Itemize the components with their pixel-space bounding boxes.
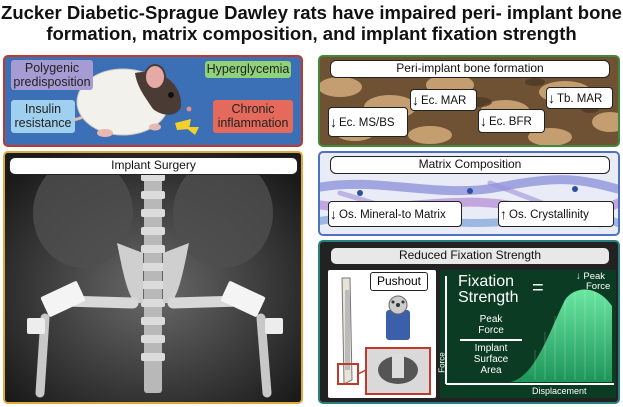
matrix-composition-header: Matrix Composition <box>330 156 610 174</box>
bone-formation-header-text: Peri-implant bone formation <box>396 61 544 75</box>
crystallinity-text: Os. Crystallinity <box>509 209 589 221</box>
insulin-line-2: resistance <box>14 116 72 130</box>
peak-label-line-2: Force <box>586 281 611 292</box>
formula-equals: = <box>532 278 544 298</box>
bone-formation-panel: Peri-implant bone formation ↓Ec. MS/BS ↓… <box>318 55 620 147</box>
polygenic-predisposition-label: Polygenic predisposition <box>11 60 93 90</box>
polygenic-line-1: Polygenic <box>24 61 80 75</box>
denominator-line-1: Implant <box>474 343 508 354</box>
hyperglycemia-label: Hyperglycemia <box>205 61 291 78</box>
denominator-line-2: Surface <box>473 354 509 365</box>
fixation-header-text: Reduced Fixation Strength <box>398 248 542 262</box>
polygenic-line-2: predisposition <box>13 75 91 89</box>
fixation-title-line-1: Fixation <box>458 273 515 290</box>
bone-formation-header: Peri-implant bone formation <box>330 60 610 78</box>
fixation-header: Reduced Fixation Strength <box>330 247 610 265</box>
formula-fraction-bar <box>460 339 522 341</box>
denominator-line-3: Area <box>480 365 502 376</box>
formula-numerator: Peak Force <box>462 314 520 336</box>
numerator-line-1: Peak <box>479 314 503 325</box>
xray-image <box>5 153 301 402</box>
axis-x-text: Displacement <box>532 386 587 396</box>
matrix-composition-header-text: Matrix Composition <box>418 157 522 171</box>
page-title: Zucker Diabetic-Sprague Dawley rats have… <box>0 2 623 44</box>
ec-ms-bs-text: Ec. MS/BS <box>339 117 395 129</box>
hyperglycemia-text: Hyperglycemia <box>206 62 290 76</box>
chronic-line-1: Chronic <box>231 102 275 116</box>
numerator-line-2: Force <box>478 325 504 336</box>
implant-surgery-panel: Implant Surgery <box>3 151 303 404</box>
title-line-1: Zucker Diabetic-Sprague Dawley rats have… <box>1 2 622 23</box>
mineral-to-matrix-text: Os. Mineral-to Matrix <box>339 209 446 221</box>
ec-mar-text: Ec. MAR <box>421 95 467 107</box>
ec-mar-measure: ↓Ec. MAR <box>410 89 477 111</box>
down-arrow-icon: ↓ <box>330 206 337 222</box>
implant-surgery-header-text: Implant Surgery <box>111 158 196 172</box>
insulin-line-1: Insulin <box>24 102 62 116</box>
axis-x-label: Displacement <box>532 386 587 397</box>
axis-y-label: Force <box>438 352 447 372</box>
pushout-illustration: Pushout <box>328 270 436 398</box>
force-displacement-curve <box>445 276 614 385</box>
down-arrow-icon: ↓ <box>330 114 337 130</box>
rat-illustration <box>45 64 199 137</box>
implant-surgery-header: Implant Surgery <box>9 157 298 175</box>
mineral-to-matrix-measure: ↓Os. Mineral-to Matrix <box>328 201 462 227</box>
formula-denominator: Implant Surface Area <box>462 343 520 376</box>
pushout-drawing <box>337 277 431 395</box>
peak-arrow-icon: ↓ <box>576 271 581 282</box>
crystallinity-measure: ↑Os. Crystallinity <box>498 201 614 227</box>
tb-mar-measure: ↓Tb. MAR <box>546 87 613 109</box>
down-arrow-icon: ↓ <box>412 92 419 108</box>
pushout-text: Pushout <box>376 274 422 288</box>
pushout-label: Pushout <box>370 272 428 291</box>
up-arrow-icon: ↑ <box>500 206 507 222</box>
force-displacement-area: Fixation Strength = Peak Force Implant S… <box>438 270 616 398</box>
peak-label-line-1: Peak <box>583 271 606 282</box>
ec-bfr-measure: ↓Ec. BFR <box>478 109 545 133</box>
tb-mar-text: Tb. MAR <box>557 93 603 105</box>
fixation-strength-title: Fixation Strength <box>458 274 518 306</box>
peak-force-label: ↓ Peak Force <box>576 272 610 292</box>
ec-ms-bs-measure: ↓Ec. MS/BS <box>328 107 408 137</box>
down-arrow-icon: ↓ <box>548 90 555 106</box>
down-arrow-icon: ↓ <box>480 113 487 129</box>
rat-panel: Polygenic predisposition Hyperglycemia I… <box>3 55 303 147</box>
insulin-resistance-label: Insulin resistance <box>11 100 75 133</box>
fixation-title-line-2: Strength <box>458 289 519 306</box>
chronic-line-2: inflammation <box>217 116 289 130</box>
axis-y-text: Force <box>437 352 447 373</box>
ec-bfr-text: Ec. BFR <box>489 116 532 128</box>
equals-sign: = <box>532 277 544 299</box>
chronic-inflammation-label: Chronic inflammation <box>213 100 293 133</box>
fixation-strength-panel: Reduced Fixation Strength Pushout <box>318 240 620 404</box>
title-line-2: formation, matrix composition, and impla… <box>46 23 577 44</box>
matrix-composition-panel: Matrix Composition ↓Os. Mineral-to Matri… <box>318 151 620 236</box>
